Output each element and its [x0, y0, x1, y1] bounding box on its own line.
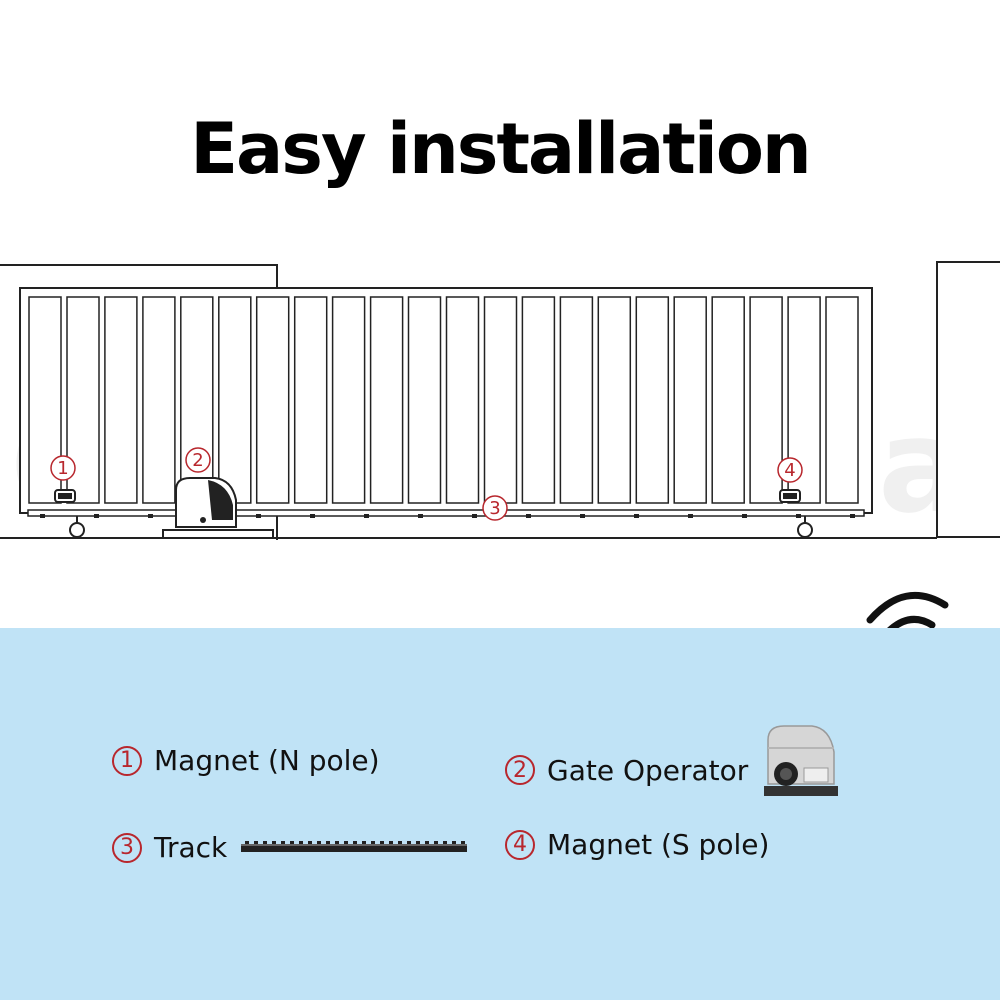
track-tooth [407, 840, 412, 846]
track-bracket [256, 514, 261, 518]
track-bracket [418, 514, 423, 518]
track-tooth [263, 840, 268, 846]
legend-item-gate-operator: 2 Gate Operator [505, 725, 842, 802]
diagram-markers: 1 2 3 4 [50, 447, 803, 521]
legend-number-3: 3 [112, 832, 142, 863]
marker-label: 2 [192, 450, 203, 471]
marker-label: 4 [784, 460, 795, 481]
gate-bar [331, 296, 366, 504]
track-tooth [272, 840, 277, 846]
track-bracket [472, 514, 477, 518]
track-icon [241, 840, 468, 852]
track-bracket [796, 514, 801, 518]
gate-bar [521, 296, 556, 504]
track-tooth [317, 840, 322, 846]
track-bracket [526, 514, 531, 518]
track-tooth [353, 840, 358, 846]
track-tooth [299, 840, 304, 846]
track-tooth [254, 840, 259, 846]
track-tooth [344, 840, 349, 846]
gate-bar [142, 296, 176, 504]
track-tooth [434, 840, 439, 846]
magnet-s-pole [779, 489, 801, 503]
track-bracket [688, 514, 693, 518]
track-tooth [290, 840, 295, 846]
track-tooth [443, 840, 448, 846]
gate-bar [559, 296, 594, 504]
track-tooth [389, 840, 394, 846]
track-tooth [371, 840, 376, 846]
track-tooth [308, 840, 313, 846]
legend-item-track: 3 Track [112, 831, 468, 864]
legend-label-magnet-n: Magnet (N pole) [154, 744, 380, 777]
marker-label: 1 [57, 458, 68, 479]
track-tooth [398, 840, 403, 846]
gate-bar [483, 296, 518, 504]
track-bracket [94, 514, 99, 518]
page-title: Easy installation [190, 108, 812, 190]
gate-operator [162, 477, 274, 539]
gate-bar [749, 296, 783, 504]
marker-3: 3 [482, 495, 508, 521]
track-tooth [452, 840, 457, 846]
track-tooth [245, 840, 250, 846]
gate-bar [711, 296, 745, 504]
track-tooth [335, 840, 340, 846]
sliding-gate [19, 287, 873, 514]
gate-bar [407, 296, 442, 504]
track-bracket [742, 514, 747, 518]
gate-bar [218, 296, 252, 504]
marker-label: 3 [489, 498, 500, 519]
legend-number-1: 1 [112, 745, 142, 776]
legend-number-4: 4 [505, 829, 535, 860]
track-bracket [40, 514, 45, 518]
track-tooth [416, 840, 421, 846]
track-tooth [380, 840, 385, 846]
gate-wheel-left [69, 516, 85, 538]
gate-bar [369, 296, 404, 504]
gate-bar [673, 296, 707, 504]
track-bracket [364, 514, 369, 518]
track-bracket [580, 514, 585, 518]
gate-bar [825, 296, 859, 504]
gate-wheel-right [797, 516, 813, 538]
right-post [936, 261, 1000, 538]
track-bracket [310, 514, 315, 518]
track-bracket [850, 514, 855, 518]
legend-item-magnet-n: 1 Magnet (N pole) [112, 744, 380, 777]
magnet-n-pole [54, 489, 76, 503]
track-tooth [425, 840, 430, 846]
track-tooth [461, 840, 466, 846]
marker-1: 1 [50, 455, 76, 481]
track-bracket [634, 514, 639, 518]
track [27, 509, 865, 518]
legend-number-2: 2 [505, 755, 535, 785]
legend-label-track: Track [154, 831, 228, 864]
gate-bar [104, 296, 138, 504]
track-tooth [326, 840, 331, 846]
gate-operator-icon [764, 725, 839, 796]
legend-label-magnet-s: Magnet (S pole) [547, 828, 770, 861]
gate-bar [255, 296, 290, 504]
legend-background [0, 628, 1000, 1000]
marker-2: 2 [185, 447, 211, 473]
gate-bar [293, 296, 328, 504]
track-bracket [148, 514, 153, 518]
track-tooth [362, 840, 367, 846]
gate-bar [597, 296, 632, 504]
legend-panel: 1 Magnet (N pole) 2 Gate Operator 3 Trac… [0, 628, 1000, 1000]
track-tooth [281, 840, 286, 846]
legend-label-gate-operator: Gate Operator [547, 753, 749, 787]
legend-item-magnet-s: 4 Magnet (S pole) [505, 828, 769, 861]
gate-bar [635, 296, 670, 504]
gate-bar [445, 296, 480, 504]
marker-4: 4 [777, 457, 803, 483]
